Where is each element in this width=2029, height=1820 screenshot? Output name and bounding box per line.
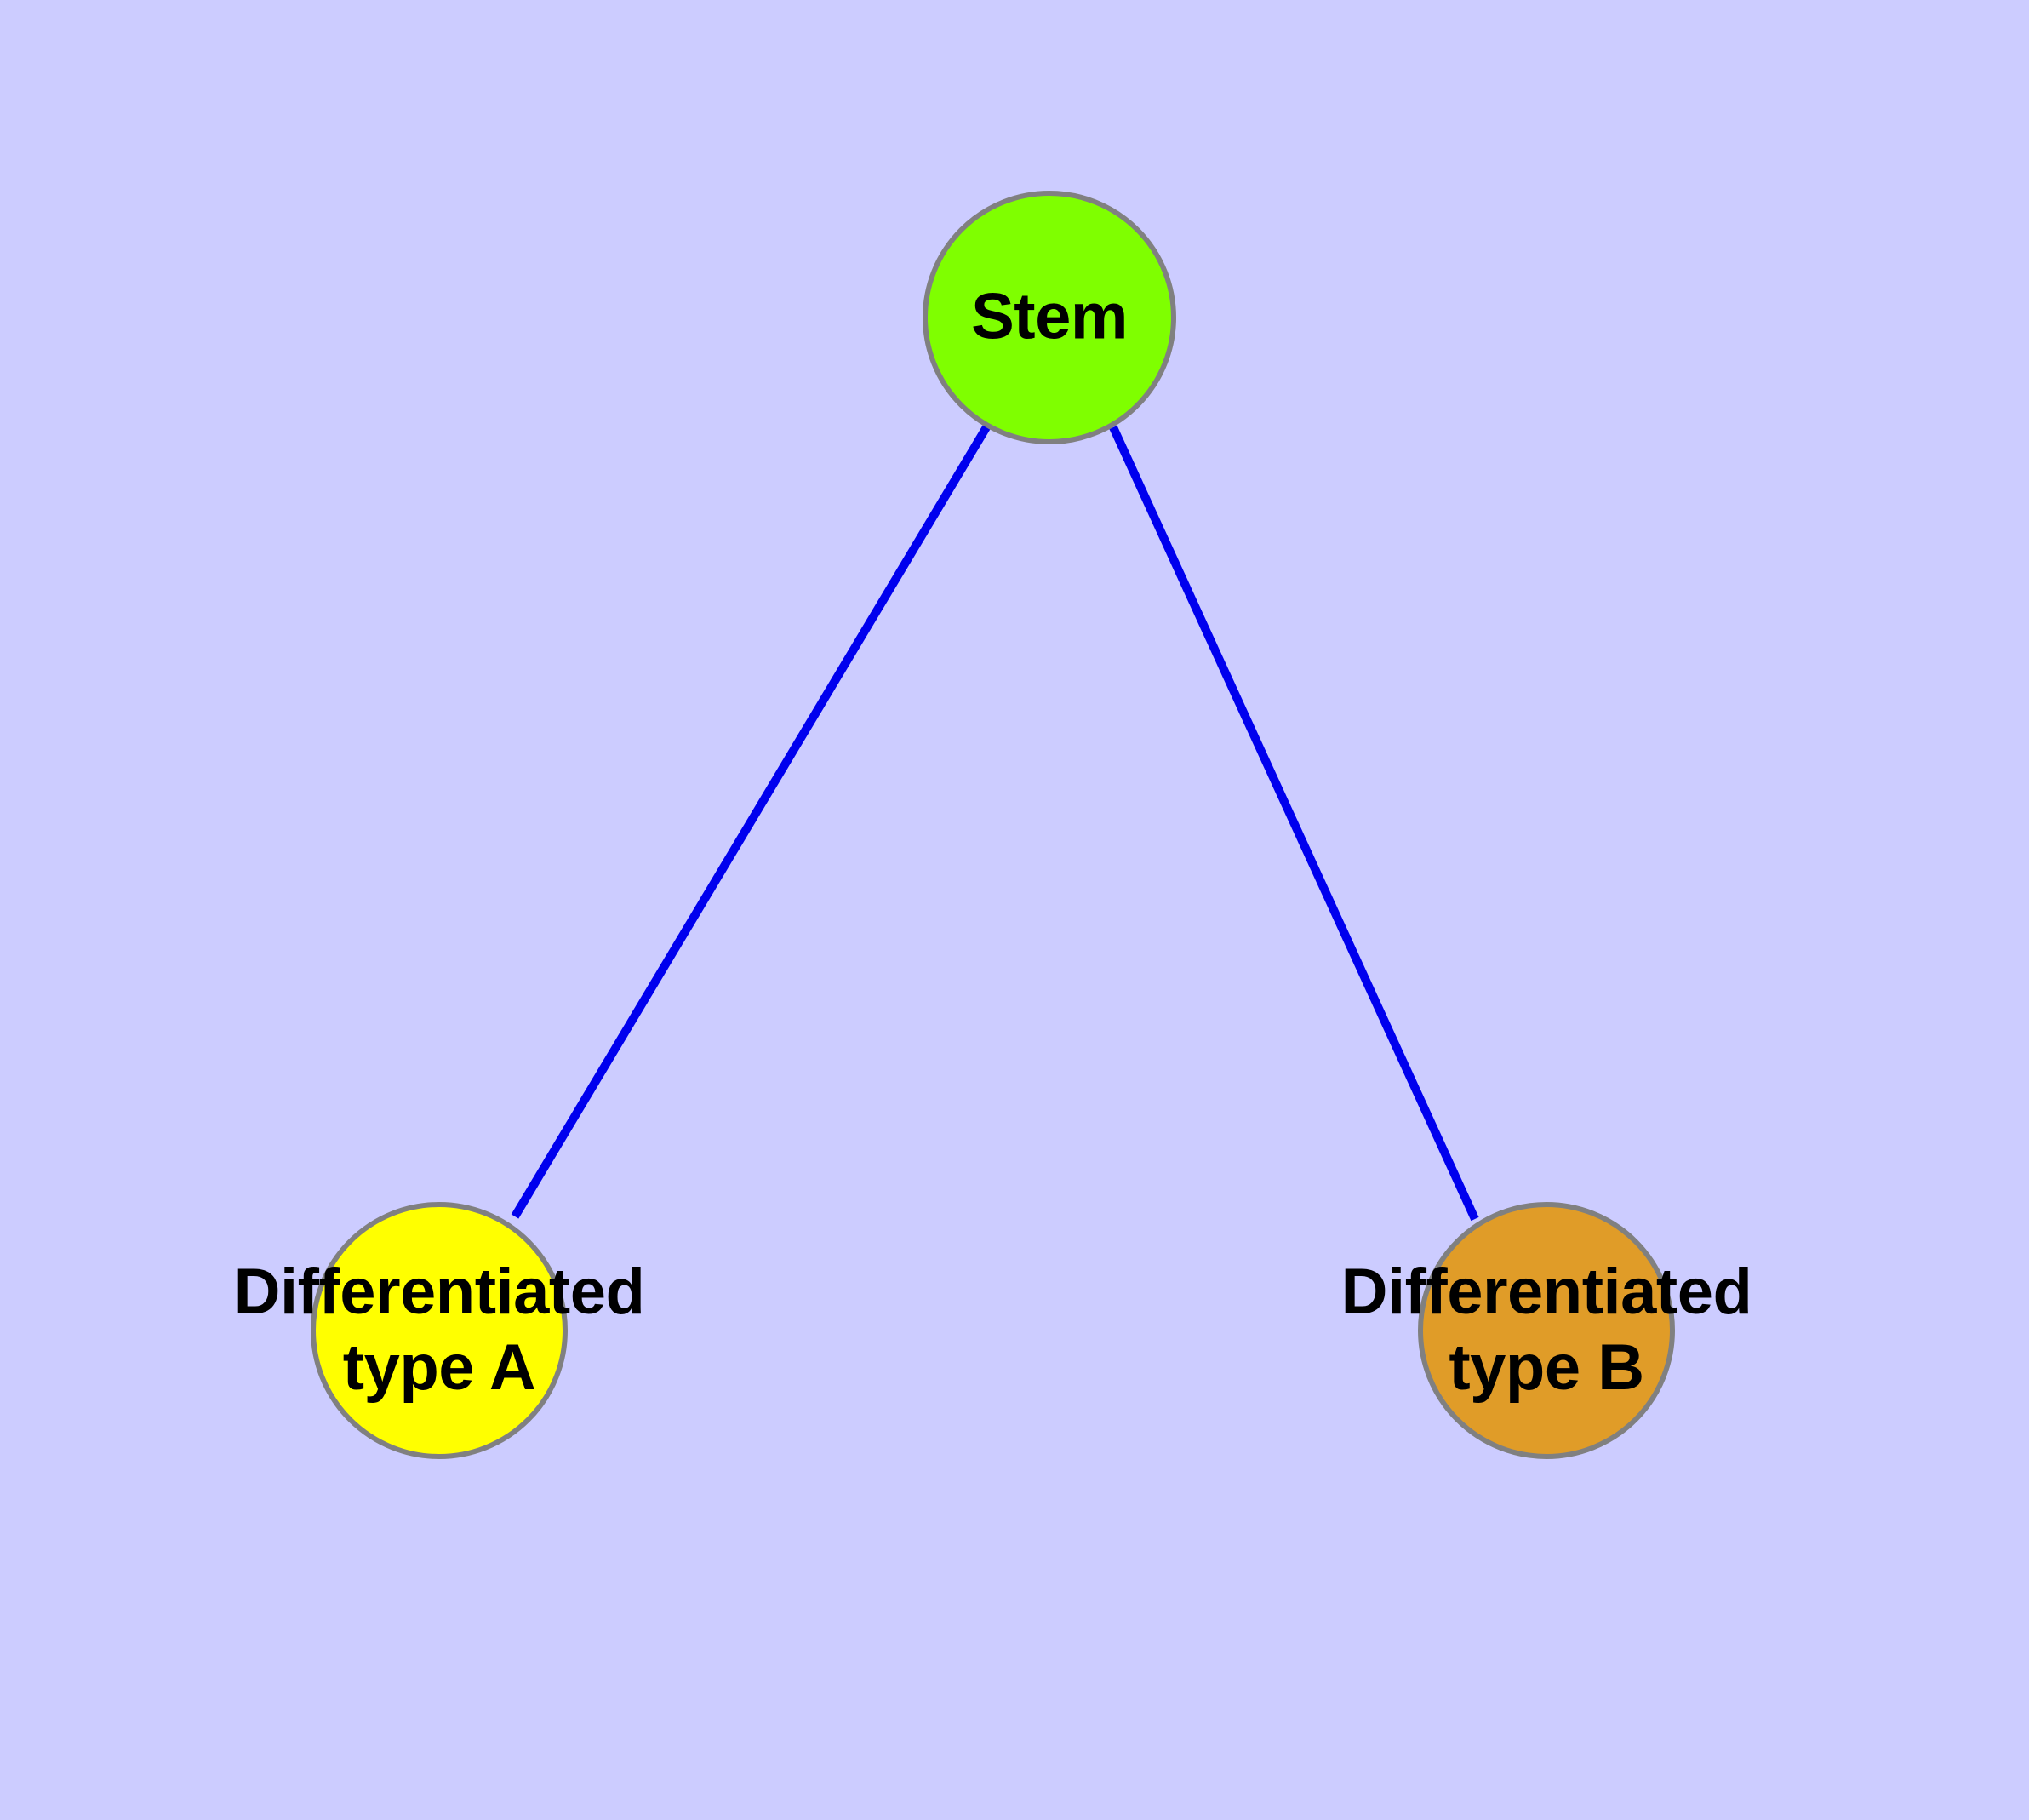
node-differentiated-type-a[interactable] <box>311 1202 568 1459</box>
node-differentiated-type-b[interactable] <box>1418 1202 1675 1459</box>
edge-stem-to-differentiated-type-a[interactable] <box>511 425 991 1219</box>
edge-stem-to-differentiated-type-b[interactable] <box>1109 425 1479 1222</box>
node-stem[interactable] <box>923 191 1176 444</box>
